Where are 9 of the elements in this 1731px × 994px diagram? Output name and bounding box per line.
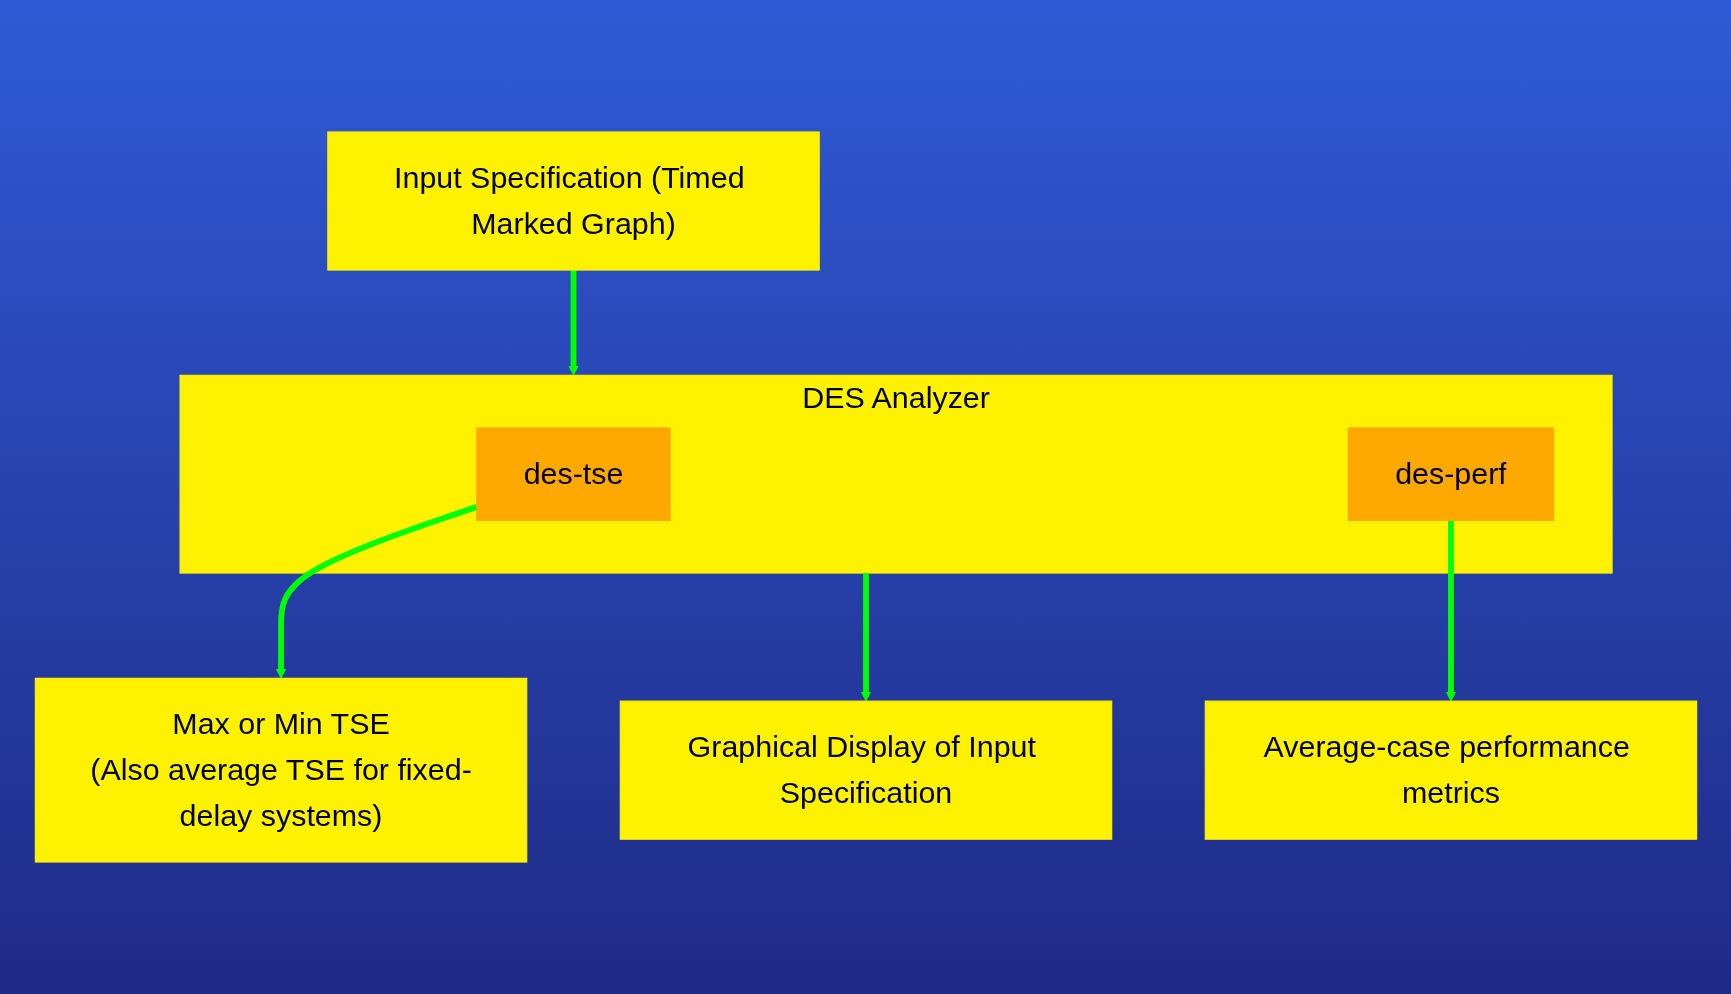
node-box: Graphical Display of Input Specification bbox=[619, 700, 1112, 840]
arrow bbox=[567, 270, 579, 376]
arrow bbox=[1445, 520, 1456, 702]
node-box: des-perf bbox=[1347, 427, 1554, 521]
node-box: Average-case performance metrics bbox=[1204, 700, 1697, 840]
arrow bbox=[860, 573, 871, 702]
node-box: des-tse bbox=[475, 427, 671, 521]
node-box: Max or Min TSE (Also average TSE for fixed-delay systems) bbox=[34, 677, 527, 863]
node-box: Input Specification (Timed Marked Graph) bbox=[326, 131, 820, 271]
